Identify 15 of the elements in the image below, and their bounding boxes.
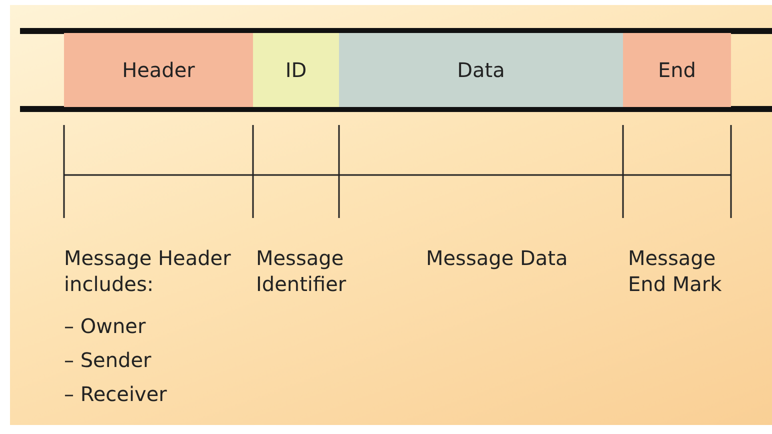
field-segment <box>339 33 623 107</box>
field-segment <box>64 33 253 107</box>
field-segment <box>623 33 731 107</box>
description-text: Message Identifier <box>256 245 348 297</box>
list-item: – Sender <box>64 347 152 373</box>
description-text: Message Data <box>426 245 569 271</box>
segment-label: ID <box>285 58 307 82</box>
segment-label: Header <box>122 58 195 82</box>
description-text: Message End Mark <box>628 245 723 297</box>
description-text: Message Header includes: <box>64 245 232 297</box>
field-segment <box>253 33 339 107</box>
segment-label: End <box>658 58 696 82</box>
segment-label: Data <box>457 58 505 82</box>
list-item: – Receiver <box>64 381 168 407</box>
list-item: – Owner <box>64 313 147 339</box>
